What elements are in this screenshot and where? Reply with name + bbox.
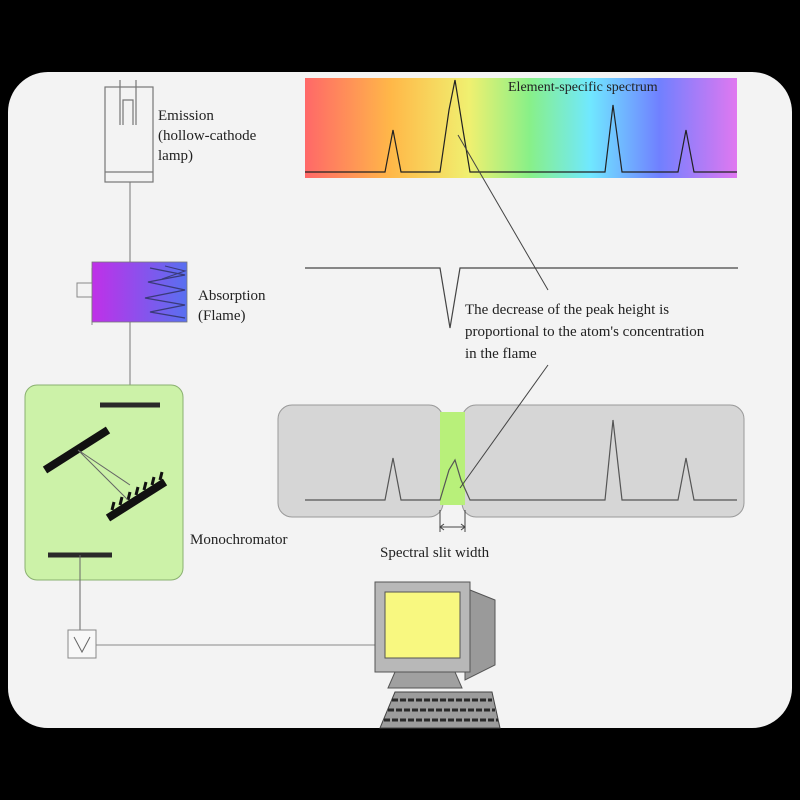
emission-label-line2: (hollow-cathode (158, 128, 257, 144)
spectral-slit (440, 412, 465, 505)
absorption-label-line1: Absorption (198, 288, 266, 304)
flame-cell-icon (76, 261, 188, 325)
absorption-label-line2: (Flame) (198, 308, 246, 324)
filtered-spectrum-trace (305, 419, 737, 501)
slit-width-label: Spectral slit width (380, 545, 490, 561)
grating-icon (105, 471, 168, 522)
lamp-icon (104, 80, 154, 183)
monochromator-box (24, 384, 184, 581)
diagram-panel (8, 72, 792, 728)
keyboard-icon (379, 691, 501, 729)
decrease-label-line1: The decrease of the peak height is (465, 302, 670, 318)
emission-spectrum-trace (305, 79, 737, 173)
emission-label-line3: lamp) (158, 148, 193, 164)
detector-icon (67, 629, 97, 659)
emission-label-line1: Emission (158, 108, 214, 124)
internal-beam-path (77, 449, 131, 630)
mirror-icon (42, 426, 111, 474)
computer-monitor-icon (374, 581, 496, 689)
callout-lines (457, 134, 549, 489)
element-spectrum-label: Element-specific spectrum (508, 80, 658, 95)
monochromator-label: Monochromator (190, 532, 288, 548)
decrease-label-line3: in the flame (465, 346, 537, 362)
absorption-signal-trace (305, 267, 738, 329)
slit-width-marker (439, 510, 466, 532)
decrease-label-line2: proportional to the atom's concentration (465, 324, 705, 340)
spectrum-band (305, 78, 737, 178)
